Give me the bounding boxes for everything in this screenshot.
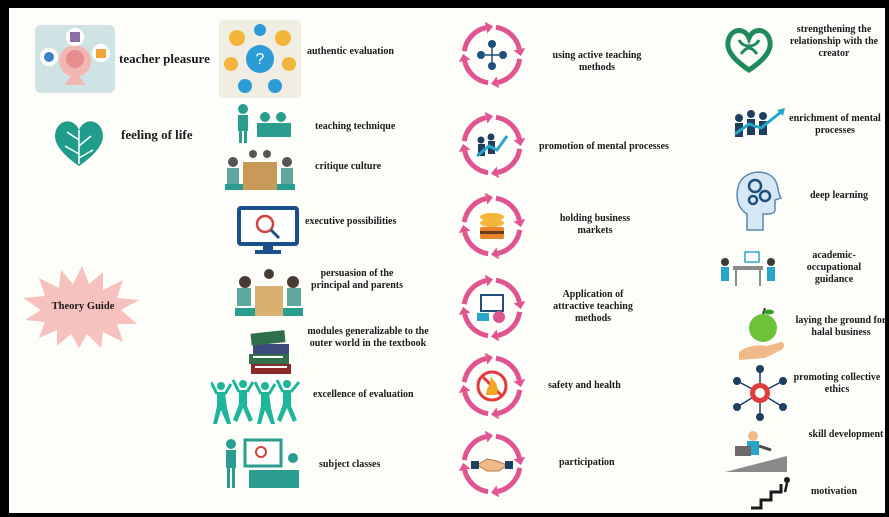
label-safety-health: safety and health bbox=[548, 380, 621, 391]
svg-text:?: ? bbox=[256, 51, 265, 68]
hand-apple-icon bbox=[739, 308, 784, 360]
cycle-icon-mental-processes bbox=[458, 111, 526, 179]
label-enrichment-mental-processes: enrichment of mental processes bbox=[789, 113, 881, 136]
label-holding-business-markets: holding business markets bbox=[559, 213, 631, 236]
cycle-arrows-icon bbox=[458, 111, 526, 179]
label-active-teaching: using active teaching methods bbox=[552, 50, 642, 73]
label-strengthening-relationship: strengthening the relationship with the … bbox=[789, 24, 879, 59]
subject-classes-icon bbox=[226, 438, 299, 488]
stairs-climber-icon bbox=[751, 477, 790, 510]
label-participation: participation bbox=[559, 457, 615, 468]
cycle-icon-participation bbox=[458, 430, 526, 498]
books-stack-icon bbox=[249, 330, 291, 374]
cycle-arrows-icon bbox=[458, 352, 526, 420]
cycle-icon-business-markets bbox=[458, 192, 526, 260]
academic-guidance-icon bbox=[721, 251, 775, 286]
teacher-pleasure-icon bbox=[35, 25, 115, 93]
label-teacher-pleasure: teacher pleasure bbox=[119, 51, 210, 66]
teaching-technique-icon bbox=[238, 104, 291, 143]
label-executive-possibilities: executive possibilities bbox=[305, 216, 397, 227]
label-excellence-of-evaluation: excellence of evaluation bbox=[313, 389, 414, 400]
label-halal-business: laying the ground for halal business bbox=[795, 315, 885, 338]
theory-guide-starburst bbox=[23, 266, 139, 348]
cycle-icon-attractive-methods bbox=[458, 274, 526, 342]
cycle-arrows-icon bbox=[458, 430, 526, 498]
label-modules-generalizable: modules generalizable to the outer world… bbox=[307, 326, 429, 349]
network-handshake-icon bbox=[733, 365, 787, 421]
label-subject-classes: subject classes bbox=[319, 459, 381, 470]
jumping-people-icon bbox=[211, 379, 301, 424]
label-attractive-methods: Application of attractive teaching metho… bbox=[553, 289, 633, 324]
skill-development-icon bbox=[725, 431, 787, 472]
label-teaching-technique: teaching technique bbox=[315, 121, 396, 132]
label-deep-learning: deep learning bbox=[809, 190, 869, 201]
diagram-panel: teacher pleasure feeling of life Theory … bbox=[9, 8, 885, 513]
label-authentic-evaluation: authentic evaluation bbox=[307, 46, 394, 57]
cycle-icon-safety-health bbox=[458, 352, 526, 420]
label-feeling-of-life: feeling of life bbox=[121, 127, 193, 142]
critique-culture-icon bbox=[225, 150, 295, 190]
celtic-heart-icon bbox=[725, 28, 773, 74]
label-skill-development: skill development bbox=[808, 429, 884, 440]
label-persuasion: persuasion of the principal and parents bbox=[310, 268, 404, 291]
executive-possibilities-monitor-icon bbox=[237, 206, 299, 254]
cycle-arrows-icon bbox=[458, 274, 526, 342]
label-motivation: motivation bbox=[810, 486, 858, 497]
persuasion-meeting-icon bbox=[235, 269, 303, 316]
label-collective-ethics: promoting collective ethics bbox=[793, 372, 881, 395]
label-critique-culture: critique culture bbox=[315, 161, 382, 172]
growth-people-icon bbox=[734, 108, 785, 137]
cycle-icon-active-teaching bbox=[458, 21, 526, 89]
heart-leaf-icon bbox=[55, 121, 103, 166]
label-academic-guidance: academic-occupational guidance bbox=[806, 250, 862, 285]
authentic-evaluation-icon: ? bbox=[219, 20, 301, 98]
cycle-arrows-icon bbox=[458, 192, 526, 260]
label-promotion-mental-processes: promotion of mental processes bbox=[539, 141, 669, 152]
brain-gears-head-icon bbox=[736, 171, 783, 231]
theory-guide-label: Theory Guide bbox=[51, 301, 115, 312]
cycle-arrows-icon bbox=[458, 21, 526, 89]
